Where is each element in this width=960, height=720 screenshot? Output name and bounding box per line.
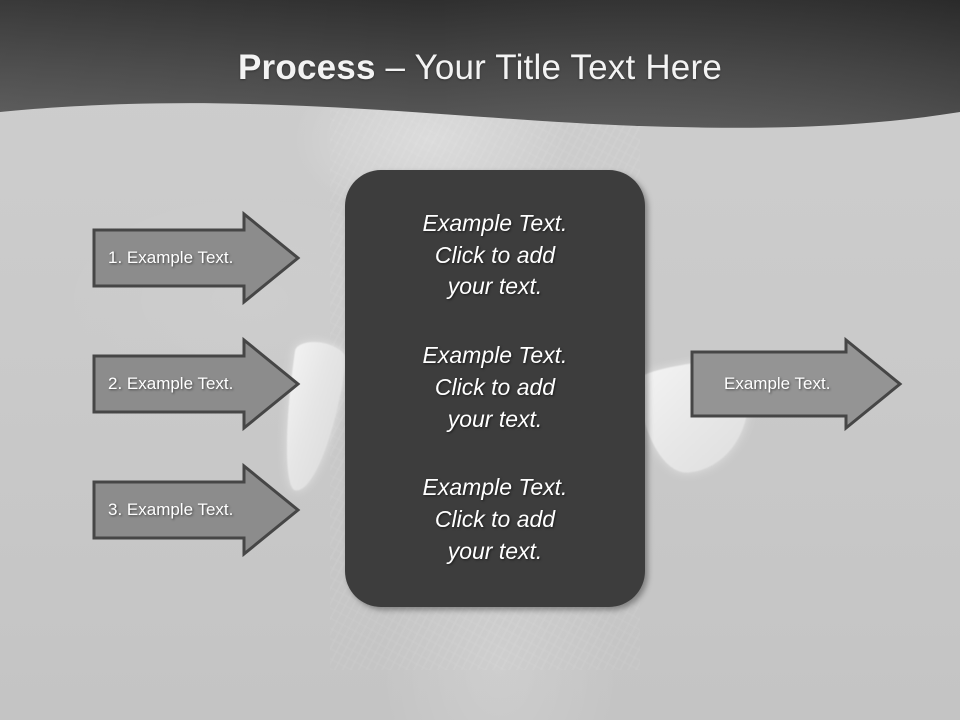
input-arrow-2[interactable]: 2. Example Text.	[92, 336, 301, 432]
input-arrow-3-label: 3. Example Text.	[108, 500, 234, 519]
page-title: Process – Your Title Text Here	[0, 48, 960, 88]
output-arrow-label: Example Text.	[724, 374, 831, 393]
header-band: Process – Your Title Text Here	[0, 0, 960, 140]
page-title-rest: – Your Title Text Here	[375, 48, 722, 87]
centre-panel-block-2: Example Text. Click to add your text.	[422, 342, 568, 432]
input-arrow-2-label: 2. Example Text.	[108, 374, 234, 393]
centre-content-panel[interactable]: Example Text. Click to add your text. Ex…	[345, 170, 645, 607]
centre-panel-block-3: Example Text. Click to add your text.	[422, 474, 568, 564]
input-arrow-1-label: 1. Example Text.	[108, 248, 234, 267]
page-title-strong: Process	[238, 48, 376, 87]
centre-panel-block-1: Example Text. Click to add your text.	[422, 210, 568, 300]
input-arrow-3[interactable]: 3. Example Text.	[92, 462, 301, 558]
output-arrow[interactable]: Example Text.	[690, 336, 903, 432]
input-arrow-1[interactable]: 1. Example Text.	[92, 210, 301, 306]
